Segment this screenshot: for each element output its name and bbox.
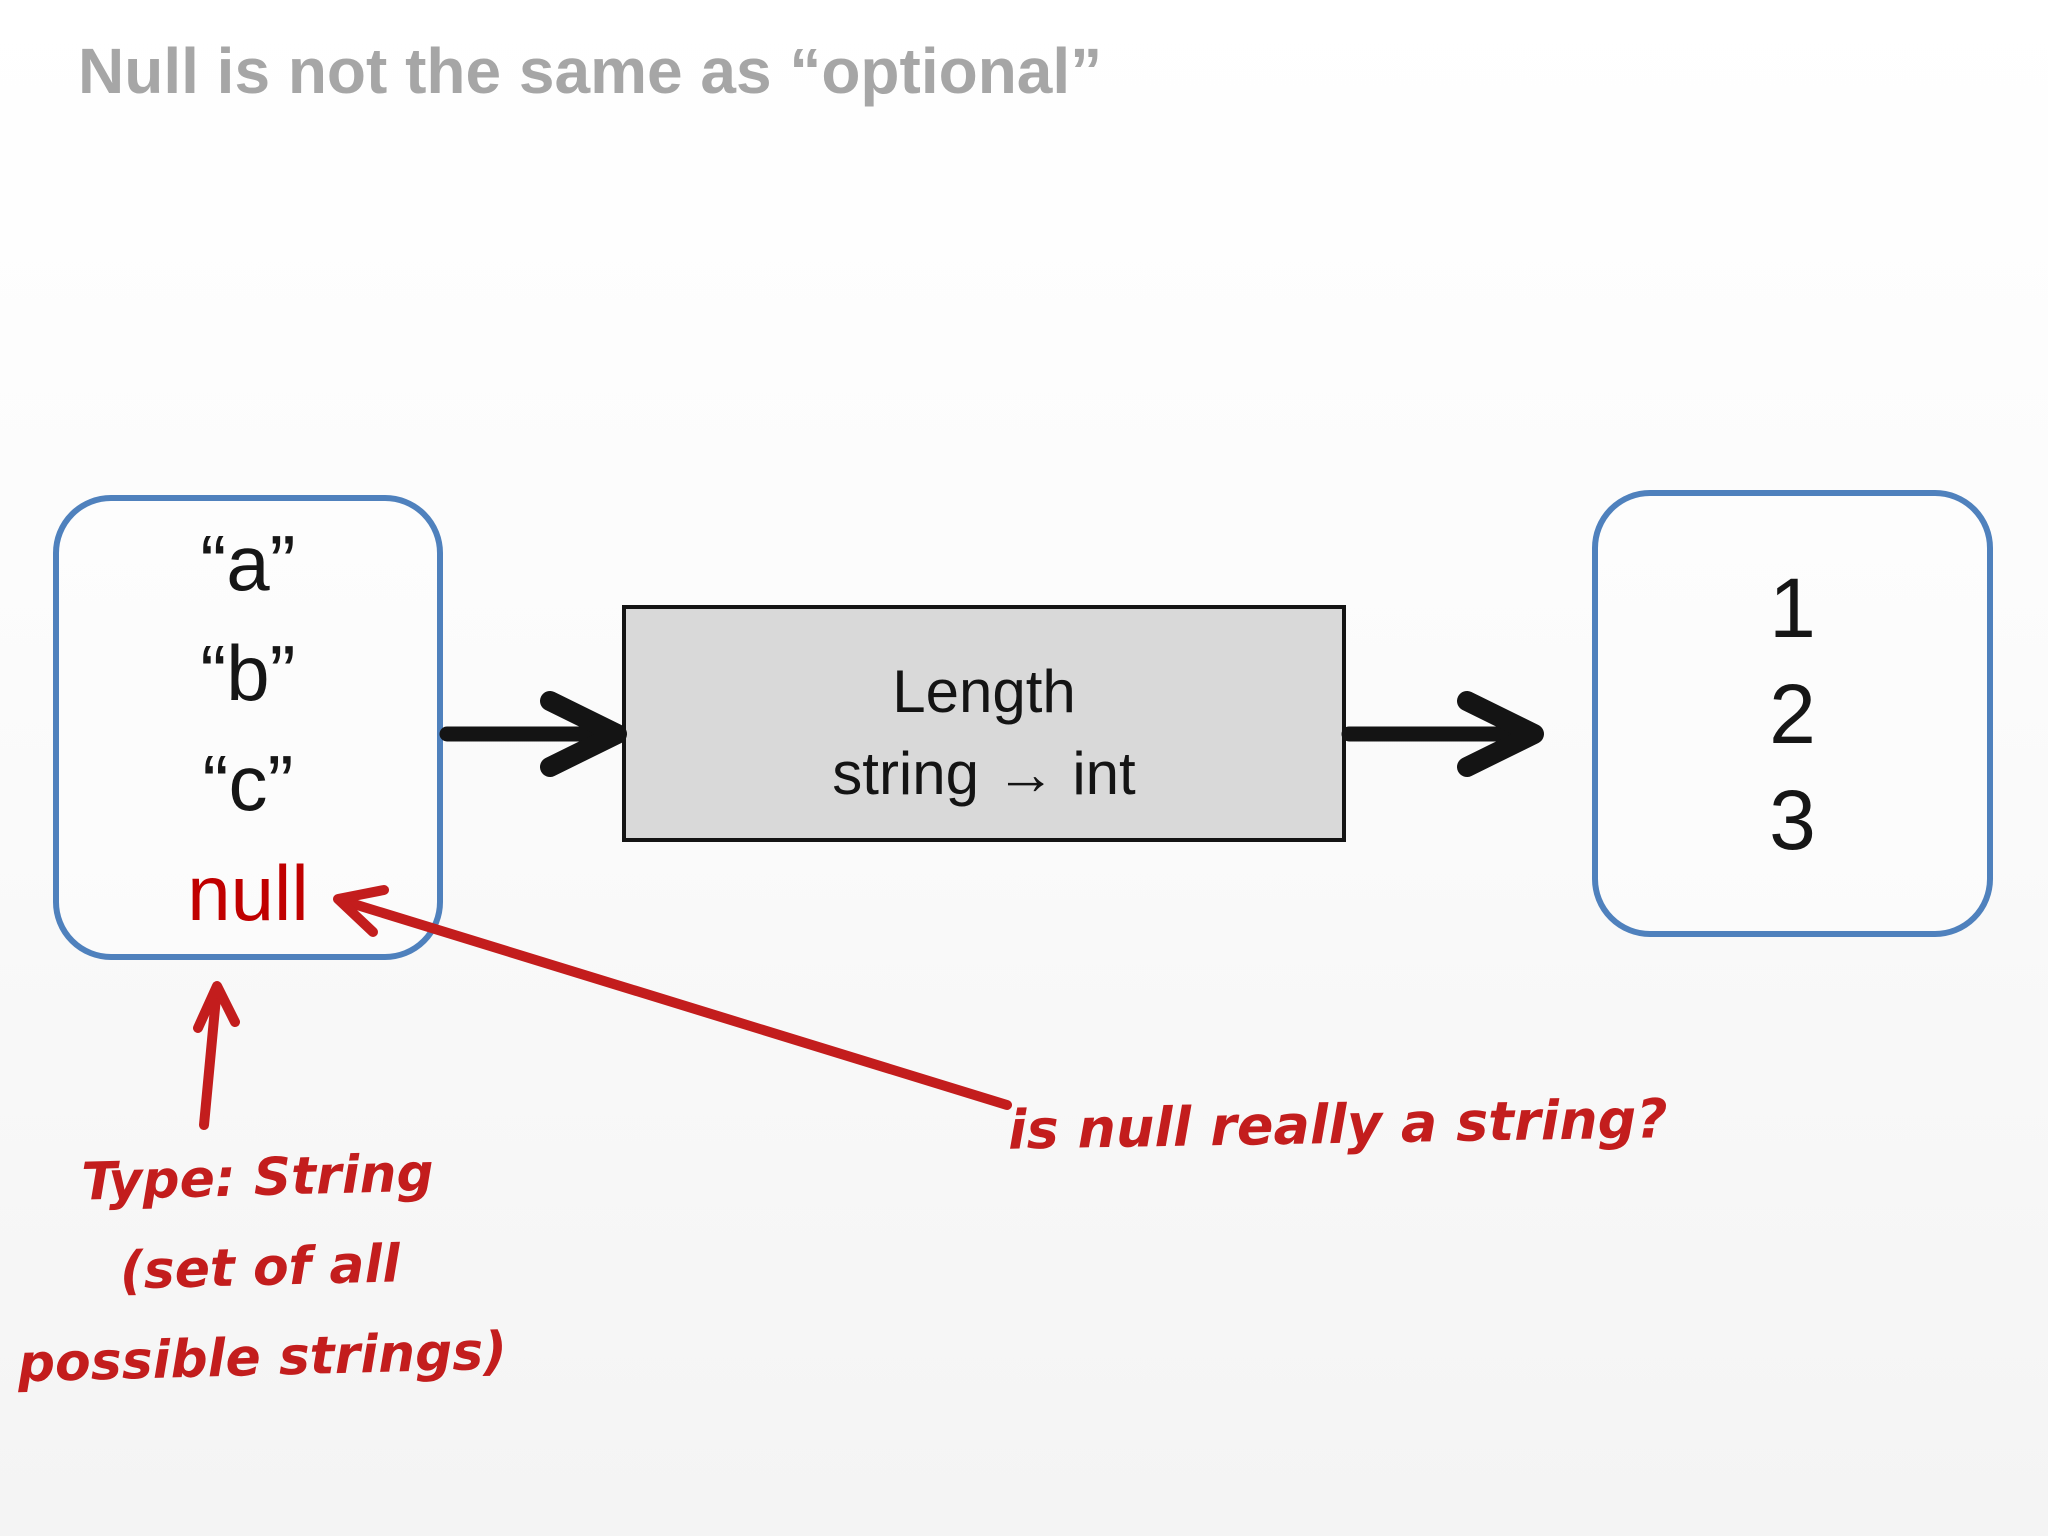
null-question-annotation: is null really a string? bbox=[1007, 1087, 1669, 1162]
input-value-a: “a” bbox=[200, 518, 296, 607]
type-annotation-line-1: Type: String bbox=[80, 1143, 435, 1213]
input-set-box: “a” “b” “c” null bbox=[53, 495, 443, 960]
slide-title: Null is not the same as “optional” bbox=[78, 35, 1103, 107]
function-box: Length string → int bbox=[622, 605, 1346, 842]
input-value-c: “c” bbox=[202, 738, 294, 827]
arrow-input-to-function-icon bbox=[439, 691, 627, 777]
input-value-b: “b” bbox=[200, 628, 296, 717]
output-value-1: 1 bbox=[1769, 560, 1816, 655]
type-annotation-line-3: possible strings) bbox=[16, 1321, 508, 1395]
function-signature: string → int bbox=[832, 739, 1136, 807]
output-value-3: 3 bbox=[1769, 772, 1816, 867]
output-value-2: 2 bbox=[1769, 666, 1816, 761]
type-annotation-line-2: (set of all bbox=[119, 1234, 401, 1302]
output-set-box: 1 2 3 bbox=[1592, 490, 1993, 937]
arrow-function-to-output-icon bbox=[1341, 691, 1544, 777]
function-name: Length bbox=[892, 657, 1076, 725]
type-note-arrow-icon bbox=[193, 981, 240, 1130]
null-value: null bbox=[187, 848, 309, 937]
type-annotation: Type: String (set of all possible string… bbox=[0, 1126, 523, 1410]
